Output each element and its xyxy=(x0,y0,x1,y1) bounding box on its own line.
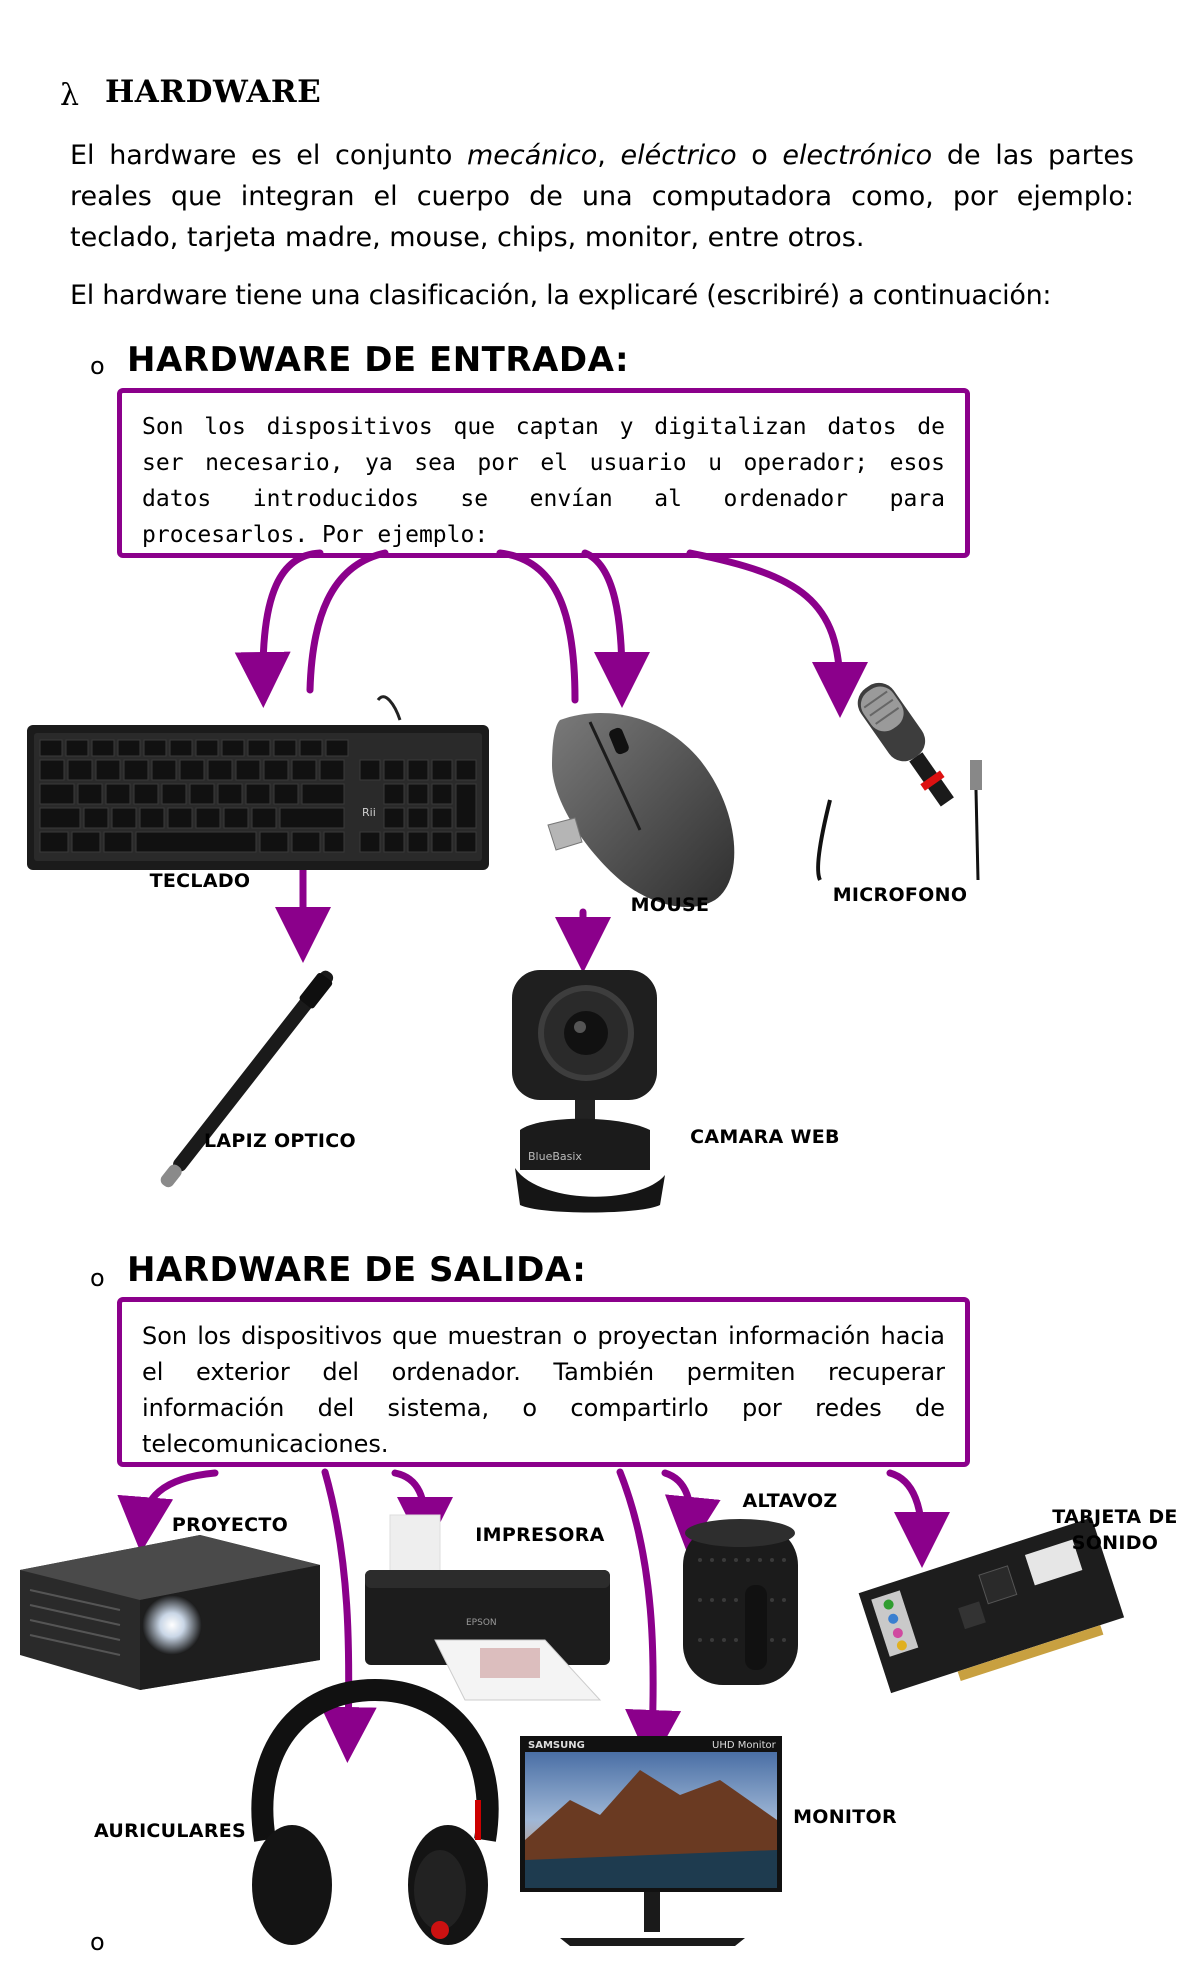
arrow-to-speaker xyxy=(661,1469,721,1553)
sound-card-icon xyxy=(858,1517,1125,1694)
classification-paragraph: El hardware tiene una clasificación, la … xyxy=(70,280,1052,311)
headphones-icon xyxy=(251,1678,499,1945)
footer-bullet: o xyxy=(90,1928,105,1956)
arrow-to-microphone xyxy=(686,549,868,718)
mouse-icon xyxy=(547,712,735,908)
arrow-to-projector xyxy=(117,1469,219,1553)
lambda-bullet: λ xyxy=(60,78,80,113)
webcam-icon: BlueBasix xyxy=(512,970,665,1213)
salida-description-box: Son los dispositivos que muestran o proy… xyxy=(117,1297,970,1467)
label-speaker: ALTAVOZ xyxy=(742,1490,838,1512)
speaker-icon xyxy=(683,1519,798,1685)
arrow-to-monitor xyxy=(616,1468,682,1766)
printer-brand: EPSON xyxy=(466,1618,497,1628)
label-headphones: AURICULARES xyxy=(93,1820,247,1842)
arrow-to-mouse xyxy=(581,549,650,708)
webcam-brand: BlueBasix xyxy=(528,1150,582,1163)
monitor-model: UHD Monitor xyxy=(712,1740,777,1751)
arrow-to-mouse-left xyxy=(496,549,579,704)
keyboard-brand: Rii xyxy=(362,806,376,819)
intro-paragraph: El hardware es el conjunto mecánico, elé… xyxy=(70,140,1134,253)
section-title-entrada: HARDWARE DE ENTRADA: xyxy=(127,340,630,380)
arrow-to-keyboard-2 xyxy=(306,549,389,694)
arrow-to-soundcard xyxy=(886,1469,950,1568)
printer-icon: EPSON xyxy=(365,1514,610,1701)
entrada-description-box: Son los dispositivos que captan y digita… xyxy=(117,388,970,558)
salida-description: Son los dispositivos que muestran o proy… xyxy=(142,1322,945,1458)
microphone-icon xyxy=(816,682,982,881)
label-printer: IMPRESORA xyxy=(475,1524,605,1546)
page-title: HARDWARE xyxy=(105,74,322,110)
arrow-to-keyboard xyxy=(234,549,324,708)
section-bullet-salida: o xyxy=(90,1264,105,1292)
projector-icon xyxy=(20,1535,320,1690)
section-title-salida: HARDWARE DE SALIDA: xyxy=(127,1250,587,1290)
label-light-pen: LAPIZ OPTICO xyxy=(203,1130,356,1152)
label-keyboard: TECLADO xyxy=(149,870,251,892)
label-projector: PROYECTO xyxy=(171,1514,289,1536)
label-microphone: MICROFONO xyxy=(832,884,968,906)
keyboard-icon: Rii xyxy=(27,695,489,870)
monitor-icon: SAMSUNG UHD Monitor xyxy=(520,1736,782,1946)
monitor-brand: SAMSUNG xyxy=(528,1740,585,1751)
label-mouse: MOUSE xyxy=(630,894,710,916)
entrada-description: Son los dispositivos que captan y digita… xyxy=(142,414,945,548)
label-monitor: MONITOR xyxy=(793,1806,897,1828)
label-webcam: CAMARA WEB xyxy=(690,1126,840,1148)
section-bullet-entrada: o xyxy=(90,352,105,380)
light-pen-icon xyxy=(160,970,334,1188)
label-sound-card: TARJETA DE SONIDO xyxy=(1052,1506,1178,1554)
